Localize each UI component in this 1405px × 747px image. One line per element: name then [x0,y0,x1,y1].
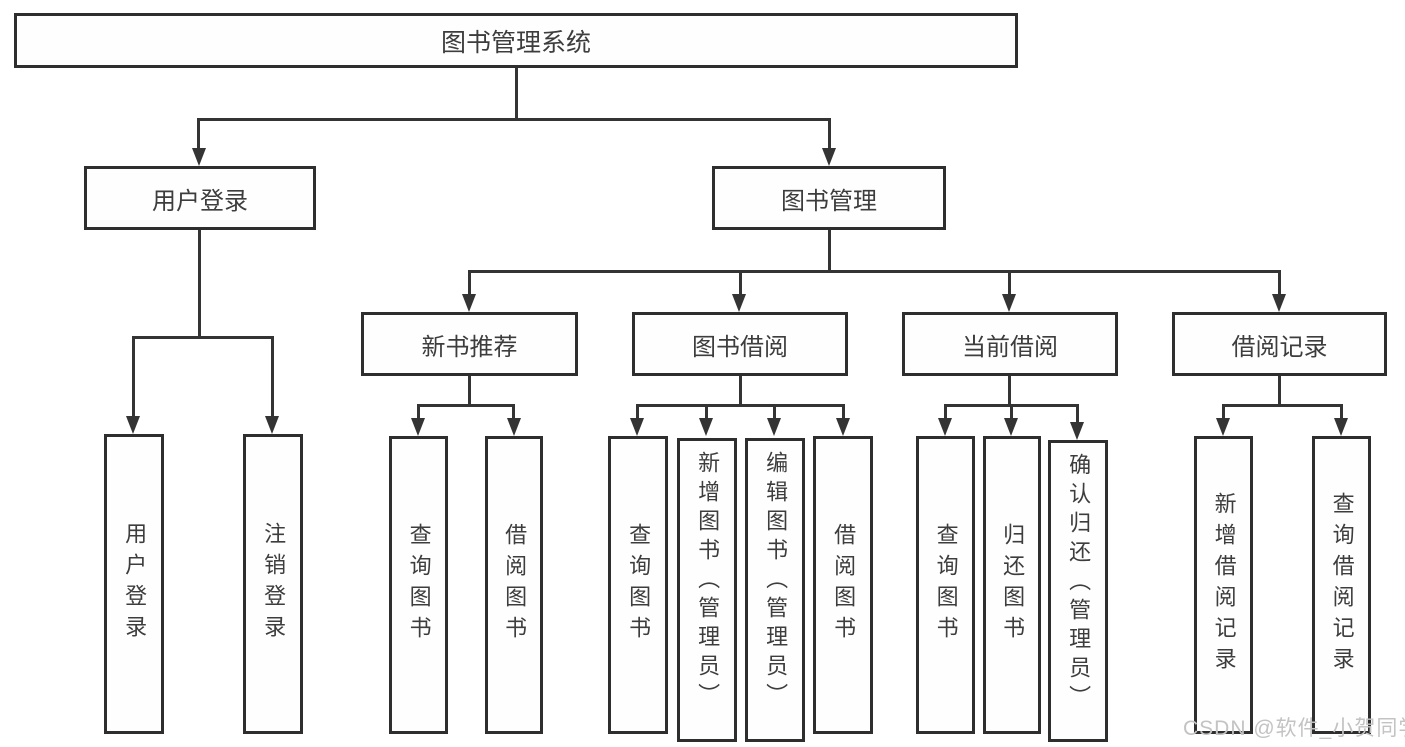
connector-line [636,404,844,407]
node-label: 查询图书 [406,523,432,647]
connector-line [739,376,742,407]
arrow-down [836,418,850,436]
arrow-down [1272,294,1286,312]
connector-line [132,336,274,339]
connector-line [515,68,518,121]
leaf-nb-query-books: 查询图书 [389,436,448,734]
connector-line [271,336,274,418]
connector-line [1278,376,1281,407]
connector-line [417,404,515,407]
node-new-book-recommend: 新书推荐 [361,312,578,376]
node-label: 用户登录 [152,187,248,215]
arrow-down [462,294,476,312]
leaf-user-login: 用户登录 [104,434,164,734]
node-borrow-records: 借阅记录 [1172,312,1387,376]
connector-line [1278,270,1281,296]
leaf-bb-edit-books-admin: 编辑图书（管理员） [745,438,805,742]
leaf-cb-return-books: 归还图书 [983,436,1041,734]
leaf-cb-query-books: 查询图书 [916,436,975,734]
leaf-br-add-record: 新增借阅记录 [1194,436,1253,734]
connector-line [773,404,776,420]
arrow-down [1002,294,1016,312]
node-label: 新书推荐 [421,333,518,361]
arrow-down [265,416,279,434]
connector-line [828,230,831,273]
node-book-borrow: 图书借阅 [632,312,848,376]
watermark: CSDN @软件_小贺同学 [1183,717,1405,740]
arrow-down [1334,418,1348,436]
connector-line [132,336,135,418]
node-label: 注销登录 [261,522,287,646]
leaf-bb-add-books-admin: 新增图书（管理员） [677,438,737,742]
connector-line [512,404,515,420]
connector-line [417,404,420,420]
arrow-down [822,148,836,166]
leaf-bb-query-books: 查询图书 [608,436,668,734]
node-label: 图书管理 [781,187,877,215]
node-label: 查询借阅记录 [1329,492,1355,678]
arrow-down [938,418,952,436]
connector-line [944,404,947,420]
node-label: 查询图书 [626,523,652,647]
connector-line [197,118,831,121]
leaf-nb-borrow-books: 借阅图书 [485,436,543,734]
connector-line [739,270,742,296]
arrow-down [1070,422,1084,440]
node-user-login-branch: 用户登录 [84,166,316,230]
node-label: 借阅图书 [502,523,528,647]
arrow-down [411,418,425,436]
leaf-br-query-record: 查询借阅记录 [1312,436,1371,734]
node-label: 当前借阅 [962,333,1058,361]
node-label: 归还图书 [1000,523,1026,647]
node-label: 查询图书 [933,523,959,647]
connector-line [1010,404,1013,420]
arrow-down [126,416,140,434]
connector-line [705,404,708,420]
connector-line [1222,404,1342,407]
connector-line [1222,404,1225,420]
node-label: 确认归还（管理员） [1066,453,1092,714]
arrow-down [192,148,206,166]
node-book-management: 图书管理 [712,166,946,230]
connector-line [468,376,471,407]
connector-line [468,270,1281,273]
connector-line [1076,404,1079,424]
arrow-down [630,418,644,436]
connector-line [636,404,639,420]
connector-line [468,270,471,296]
node-label: 编辑图书（管理员） [763,451,789,712]
node-label: 图书管理系统 [440,28,591,57]
node-label: 借阅记录 [1231,333,1328,361]
arrow-down [767,418,781,436]
node-label: 新增借阅记录 [1211,492,1237,678]
leaf-cb-confirm-return-admin: 确认归还（管理员） [1048,440,1108,742]
arrow-down [1004,418,1018,436]
arrow-down [507,418,521,436]
node-label: 用户登录 [122,522,148,646]
connector-line [198,230,201,339]
node-root: 图书管理系统 [14,13,1018,68]
arrow-down [1216,418,1230,436]
node-label: 图书借阅 [692,333,788,361]
node-label: 新增图书（管理员） [695,451,721,712]
node-label: 借阅图书 [831,523,857,647]
leaf-logout: 注销登录 [243,434,303,734]
connector-line [842,404,845,420]
connector-line [197,118,200,151]
connector-line [1008,270,1011,296]
arrow-down [699,418,713,436]
leaf-bb-borrow-books: 借阅图书 [813,436,873,734]
connector-line [828,118,831,151]
node-current-borrow: 当前借阅 [902,312,1118,376]
connector-line [1340,404,1343,420]
arrow-down [732,294,746,312]
connector-line [1008,376,1011,407]
